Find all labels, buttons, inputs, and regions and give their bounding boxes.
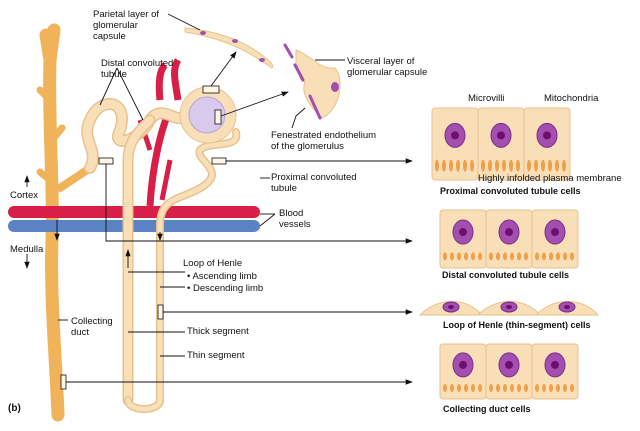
mitochondrion — [535, 252, 539, 261]
mitochondrion — [541, 159, 545, 172]
mitochondrion — [435, 159, 439, 172]
mitochondrion — [502, 159, 506, 172]
label-infolded-membrane: Highly infolded plasma membrane — [478, 173, 622, 184]
mitochondrion — [503, 384, 507, 392]
mitochondrion — [517, 252, 521, 261]
label-thin-segment: Thin segment — [187, 350, 245, 361]
mitochondrion — [503, 252, 507, 261]
mitochondrion — [489, 252, 493, 261]
mitochondrion — [510, 384, 514, 392]
mitochondrion — [478, 252, 482, 261]
label-loop-of-henle: Loop of Henle — [183, 258, 243, 269]
mitochondrion — [450, 384, 454, 392]
label-descending-limb: • Descending limb — [187, 283, 264, 294]
label-ascending-limb: • Ascending limb — [187, 271, 257, 282]
mitochondrion — [457, 252, 461, 261]
label-microvilli: Microvilli — [468, 93, 505, 104]
caption-henle-cells: Loop of Henle (thin-segment) cells — [443, 320, 591, 330]
cell-panels — [418, 107, 600, 400]
parietal-layer-inset — [184, 27, 274, 69]
mitochondrion — [542, 252, 546, 261]
mitochondrion — [534, 159, 538, 172]
mitochondrion — [517, 384, 521, 392]
mitochondrion — [471, 384, 475, 392]
mitochondrion — [527, 159, 531, 172]
mitochondrion — [535, 384, 539, 392]
mitochondrion — [555, 159, 559, 172]
caption-collecting-cells: Collecting duct cells — [443, 404, 531, 414]
label-blood-vessels: Blood vessels — [279, 208, 311, 230]
mitochondrion — [509, 159, 513, 172]
collecting-duct — [36, 23, 94, 422]
label-visceral-layer: Visceral layer of glomerular capsule — [347, 56, 428, 78]
mitochondrion — [470, 159, 474, 172]
label-collecting-duct: Collecting duct — [71, 316, 113, 338]
nucleolus — [497, 131, 505, 140]
mitochondrion — [563, 252, 567, 261]
nucleolus — [551, 360, 559, 369]
mitochondrion — [549, 384, 553, 392]
mitochondrion — [449, 159, 453, 172]
mitochondrion — [548, 159, 552, 172]
nephron-tubule — [81, 98, 241, 413]
label-medulla: Medulla — [10, 244, 44, 255]
nucleolus — [505, 228, 513, 237]
mitochondrion — [542, 384, 546, 392]
mitochondrion — [524, 252, 528, 261]
caption-proximal-cells: Proximal convoluted tubule cells — [440, 186, 581, 196]
mitochondrion — [495, 159, 499, 172]
nucleolus — [506, 305, 512, 309]
mitochondrion — [450, 252, 454, 261]
mitochondrion — [549, 252, 553, 261]
mitochondrion — [464, 252, 468, 261]
mitochondrion — [556, 384, 560, 392]
leader-lines — [24, 13, 413, 385]
label-cortex: Cortex — [10, 190, 38, 201]
mitochondrion — [464, 384, 468, 392]
mitochondrion — [516, 159, 520, 172]
mitochondrion — [478, 384, 482, 392]
mitochondrion — [489, 384, 493, 392]
mitochondrion — [488, 159, 492, 172]
nucleolus — [543, 131, 551, 140]
mitochondrion — [456, 159, 460, 172]
caption-distal-cells: Distal convoluted tubule cells — [442, 270, 570, 280]
mitochondrion — [562, 159, 566, 172]
label-proximal-tubule: Proximal convoluted tubule — [271, 172, 357, 194]
mitochondrion — [496, 252, 500, 261]
mitochondrion — [463, 159, 467, 172]
nucleolus — [451, 131, 459, 140]
mitochondrion — [443, 252, 447, 261]
label-distal-tubule: Distal convoluted tubule — [101, 58, 174, 80]
mitochondrion — [563, 384, 567, 392]
label-fenestrated-endothelium: Fenestrated endothelium of the glomerulu… — [271, 130, 377, 152]
nucleolus — [448, 305, 454, 309]
mitochondrion — [442, 159, 446, 172]
mitochondrion — [570, 252, 574, 261]
mitochondrion — [524, 384, 528, 392]
nucleolus — [459, 360, 467, 369]
mitochondrion — [510, 252, 514, 261]
mitochondrion — [556, 252, 560, 261]
label-mitochondria: Mitochondria — [544, 93, 599, 104]
label-parietal-layer: Parietal layer of glomerular capsule — [93, 9, 160, 42]
mitochondrion — [570, 384, 574, 392]
label-thick-segment: Thick segment — [187, 326, 249, 337]
mitochondrion — [471, 252, 475, 261]
nucleolus — [551, 228, 559, 237]
mitochondrion — [443, 384, 447, 392]
mitochondrion — [496, 384, 500, 392]
visceral-layer-inset — [283, 43, 341, 120]
glomerular-capsule — [179, 85, 237, 144]
panel-label: (b) — [8, 403, 21, 414]
nucleolus — [564, 305, 570, 309]
mitochondrion — [457, 384, 461, 392]
mitochondrion — [481, 159, 485, 172]
nucleolus — [459, 228, 467, 237]
nucleolus — [505, 360, 513, 369]
